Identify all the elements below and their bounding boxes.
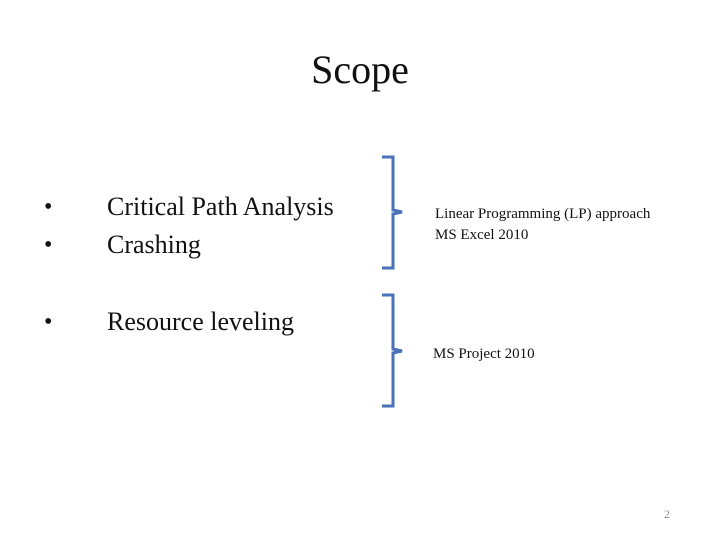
note-line: Linear Programming (LP) approach [435, 206, 651, 222]
brace-note-group-2: MS Project 2010 [433, 344, 535, 365]
bullet-dot: • [44, 232, 53, 258]
right-brace-2 [382, 293, 403, 408]
bullet-dot: • [44, 309, 53, 335]
bullet-dot: • [44, 194, 53, 220]
bullet-text: Resource leveling [107, 307, 294, 336]
bullet-text: Crashing [107, 230, 201, 259]
bullet-text: Critical Path Analysis [107, 192, 334, 221]
page-number: 2 [664, 507, 670, 521]
brace-note-group-1: Linear Programming (LP) approach MS Exce… [435, 204, 650, 246]
right-brace-1 [382, 155, 403, 270]
note-line: MS Excel 2010 [435, 227, 529, 243]
note-line: MS Project 2010 [433, 346, 535, 362]
slide-title: Scope [311, 47, 409, 92]
